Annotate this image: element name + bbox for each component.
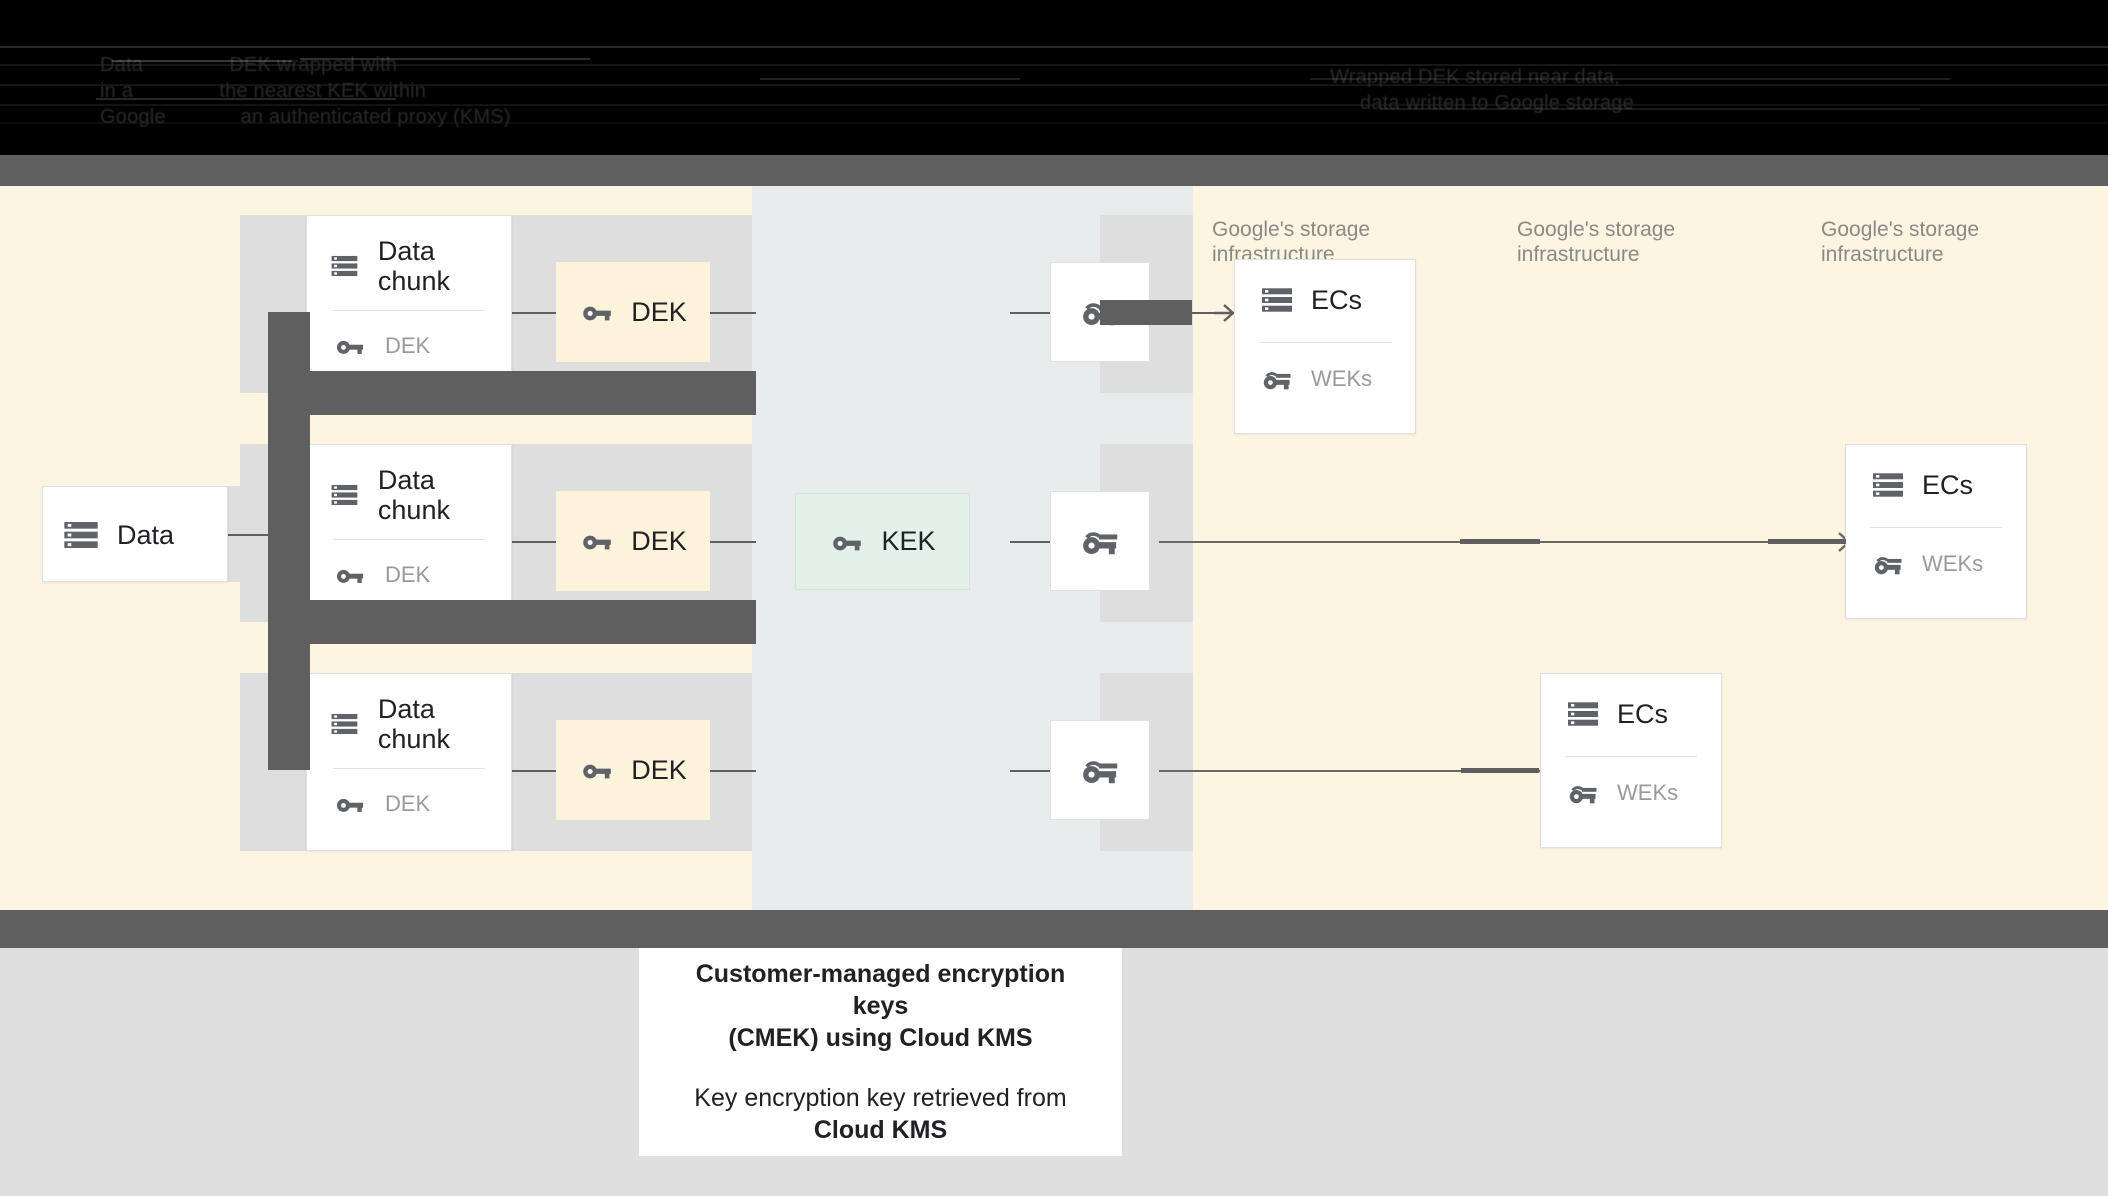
key-icon xyxy=(583,535,612,550)
header-text-left: Data DEK wrapped with xyxy=(100,54,398,76)
key-icon xyxy=(336,340,364,354)
dek-chip-2[interactable]: DEK xyxy=(556,491,710,591)
server-icon xyxy=(1873,473,1903,497)
key-icon xyxy=(583,306,612,321)
ecs-label: ECs xyxy=(1922,470,1974,500)
data-source-label: Data xyxy=(117,520,175,550)
header-text-right-2: data written to Google storage xyxy=(1360,92,1634,114)
wrapped-key-icon xyxy=(1263,372,1291,390)
arrow-line-row3 xyxy=(1159,770,1551,772)
ecs-label: ECs xyxy=(1311,285,1363,315)
data-chunk-label: Data chunk xyxy=(377,694,450,754)
weks-label: WEKs xyxy=(1922,551,1984,576)
weks-label: WEKs xyxy=(1311,366,1373,391)
occlusion-segment-row2-a xyxy=(1460,539,1540,544)
infra-label-3: Google's storage infrastructure xyxy=(1821,218,1980,266)
wrapped-key-icon xyxy=(1083,532,1118,555)
kek-chip[interactable]: KEK xyxy=(795,493,970,590)
data-chunk-label: Data chunk xyxy=(377,465,450,525)
key-icon xyxy=(336,569,364,583)
header-text-left-2: in a the nearest KEK within xyxy=(100,80,427,102)
data-chunk-card-2[interactable]: Data chunk DEK xyxy=(306,444,512,622)
top-gray-band xyxy=(0,155,2108,186)
card-divider xyxy=(333,768,485,769)
wrapped-key-box-2[interactable] xyxy=(1050,491,1150,591)
wrapped-key-icon xyxy=(1874,557,1902,575)
occlusion-arm-1 xyxy=(268,371,756,415)
caption-body-line2: Cloud KMS xyxy=(813,1116,948,1144)
occlusion-segment-row3 xyxy=(1461,768,1539,773)
connector-chunk1-dek xyxy=(512,312,556,314)
data-chunk-card-1[interactable]: Data chunk DEK xyxy=(306,215,512,393)
dek-chip-1[interactable]: DEK xyxy=(556,262,710,362)
data-chunk-key-label: DEK xyxy=(385,562,431,587)
connector-to-wrapped3 xyxy=(1010,770,1050,772)
dek-chip-label: DEK xyxy=(631,754,687,785)
server-icon xyxy=(331,713,358,735)
connector-chunk3-dek xyxy=(512,770,556,772)
data-source-card[interactable]: Data xyxy=(42,486,228,582)
header-text-right: Wrapped DEK stored near data, xyxy=(1330,66,1621,88)
occlusion-segment-row2-b xyxy=(1768,539,1846,544)
ecs-card-1[interactable]: ECs WEKs xyxy=(1234,259,1416,434)
data-chunk-label: Data chunk xyxy=(377,236,450,296)
diagram-canvas: Data Data chunk xyxy=(0,186,2108,910)
header-text-left-3: Google an authenticated proxy (KMS) xyxy=(100,106,511,128)
connector-dek2-right xyxy=(710,541,756,543)
connector-kek-to-wrapped2 xyxy=(1010,541,1050,543)
server-icon xyxy=(1262,288,1292,312)
dek-chip-3[interactable]: DEK xyxy=(556,720,710,820)
arrow-head-row1 xyxy=(1214,304,1235,322)
wrapped-key-icon xyxy=(1083,761,1118,784)
data-chunk-key-label: DEK xyxy=(385,791,431,816)
kek-chip-label: KEK xyxy=(881,526,936,556)
occlusion-arm-2 xyxy=(268,600,756,644)
server-icon xyxy=(331,255,358,277)
server-icon xyxy=(331,484,358,506)
occlusion-block-top-right xyxy=(1100,300,1192,325)
ecs-label: ECs xyxy=(1617,699,1669,729)
weks-label: WEKs xyxy=(1617,780,1679,805)
caption-title-line2: (CMEK) using Cloud KMS xyxy=(728,1024,1033,1052)
connector-chunk2-dek xyxy=(512,541,556,543)
key-icon xyxy=(336,798,364,812)
connector-dek1-right xyxy=(710,312,756,314)
data-chunk-card-3[interactable]: Data chunk DEK xyxy=(306,673,512,851)
connector-dek3-right xyxy=(710,770,756,772)
infra-label-2: Google's storage infrastructure xyxy=(1517,218,1676,266)
key-icon xyxy=(583,764,612,779)
caption-title-line1: Customer-managed encryption keys xyxy=(695,960,1066,1020)
caption-body-line1: Key encryption key retrieved from xyxy=(694,1084,1067,1112)
wrapped-key-box-3[interactable] xyxy=(1050,720,1150,820)
card-divider xyxy=(1870,527,2002,528)
dek-chip-label: DEK xyxy=(631,525,687,556)
wrapped-key-icon xyxy=(1569,786,1597,804)
key-icon xyxy=(833,536,862,550)
server-icon xyxy=(1568,702,1598,726)
dek-chip-label: DEK xyxy=(631,296,687,327)
server-icon xyxy=(64,522,98,548)
ecs-card-3[interactable]: ECs WEKs xyxy=(1540,673,1722,848)
connector-to-wrapped1 xyxy=(1010,312,1050,314)
card-divider xyxy=(333,539,485,540)
caption-card: Customer-managed encryption keys (CMEK) … xyxy=(639,948,1122,1156)
obscured-header-band: Data DEK wrapped with in a the nearest K… xyxy=(0,0,2108,155)
card-divider xyxy=(1565,756,1697,757)
bottom-gray-band xyxy=(0,910,2108,948)
data-chunk-key-label: DEK xyxy=(385,333,431,358)
card-divider xyxy=(333,310,485,311)
card-divider xyxy=(1259,342,1391,343)
ecs-card-2[interactable]: ECs WEKs xyxy=(1845,444,2027,619)
